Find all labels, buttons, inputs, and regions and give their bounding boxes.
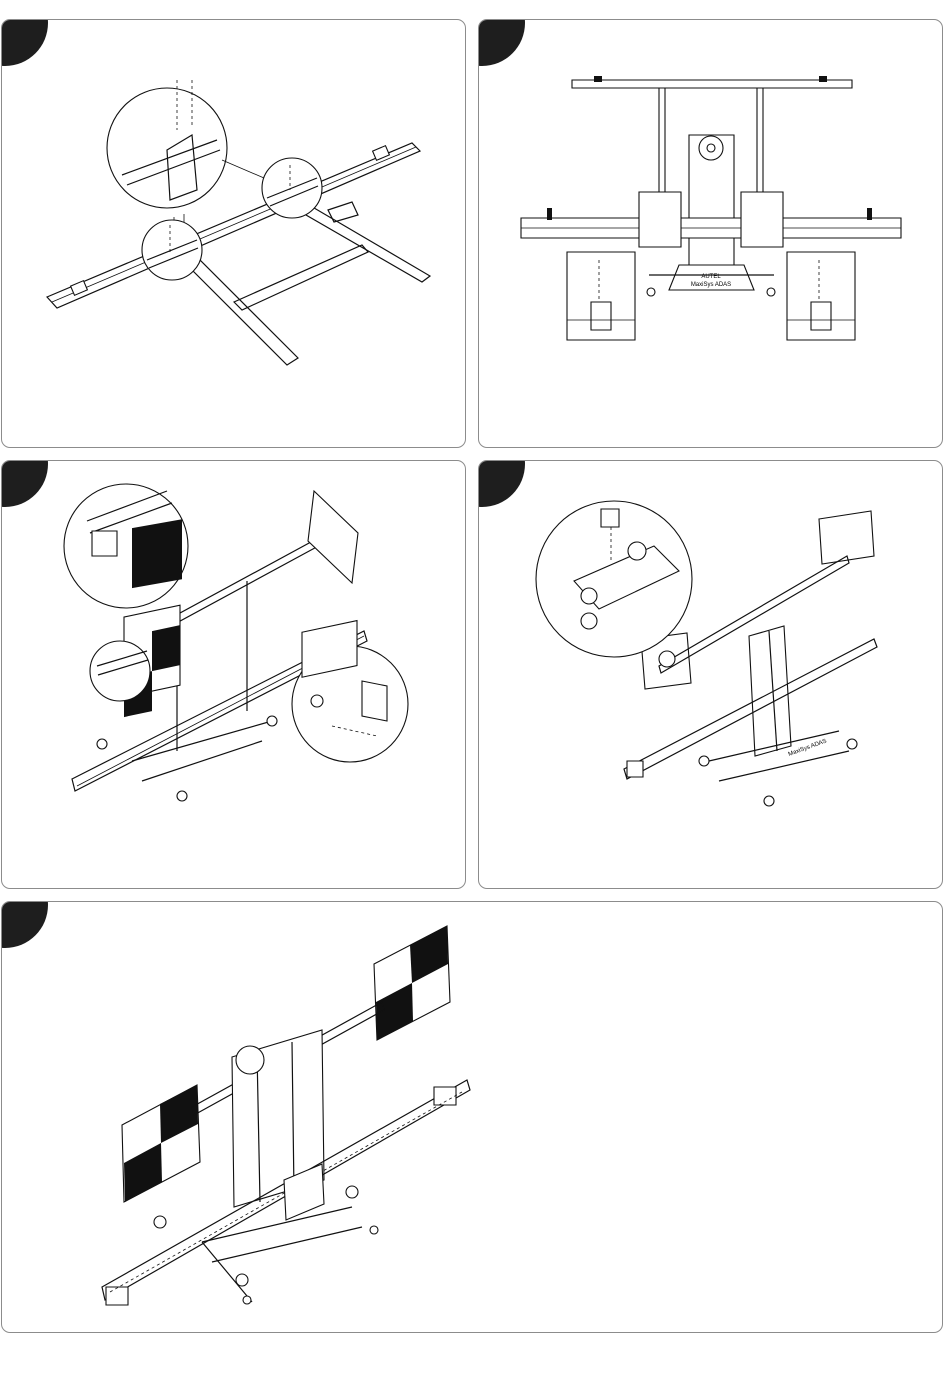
step-panel-2: AUTEL MaxiSys ADAS xyxy=(478,19,943,448)
bracket-attachment-illustration: MaxiSys ADAS xyxy=(479,461,943,889)
step-panel-4: MaxiSys ADAS xyxy=(478,460,943,889)
step-panel-1 xyxy=(1,19,466,448)
crossbar-base-illustration xyxy=(2,20,466,448)
target-attachment-illustration xyxy=(2,461,466,889)
step-panel-5 xyxy=(1,901,943,1333)
step-panel-3 xyxy=(1,460,466,889)
product-label: MaxiSys ADAS xyxy=(691,282,731,288)
completed-frame-illustration xyxy=(2,902,943,1333)
front-view-illustration: AUTEL MaxiSys ADAS xyxy=(479,20,943,448)
